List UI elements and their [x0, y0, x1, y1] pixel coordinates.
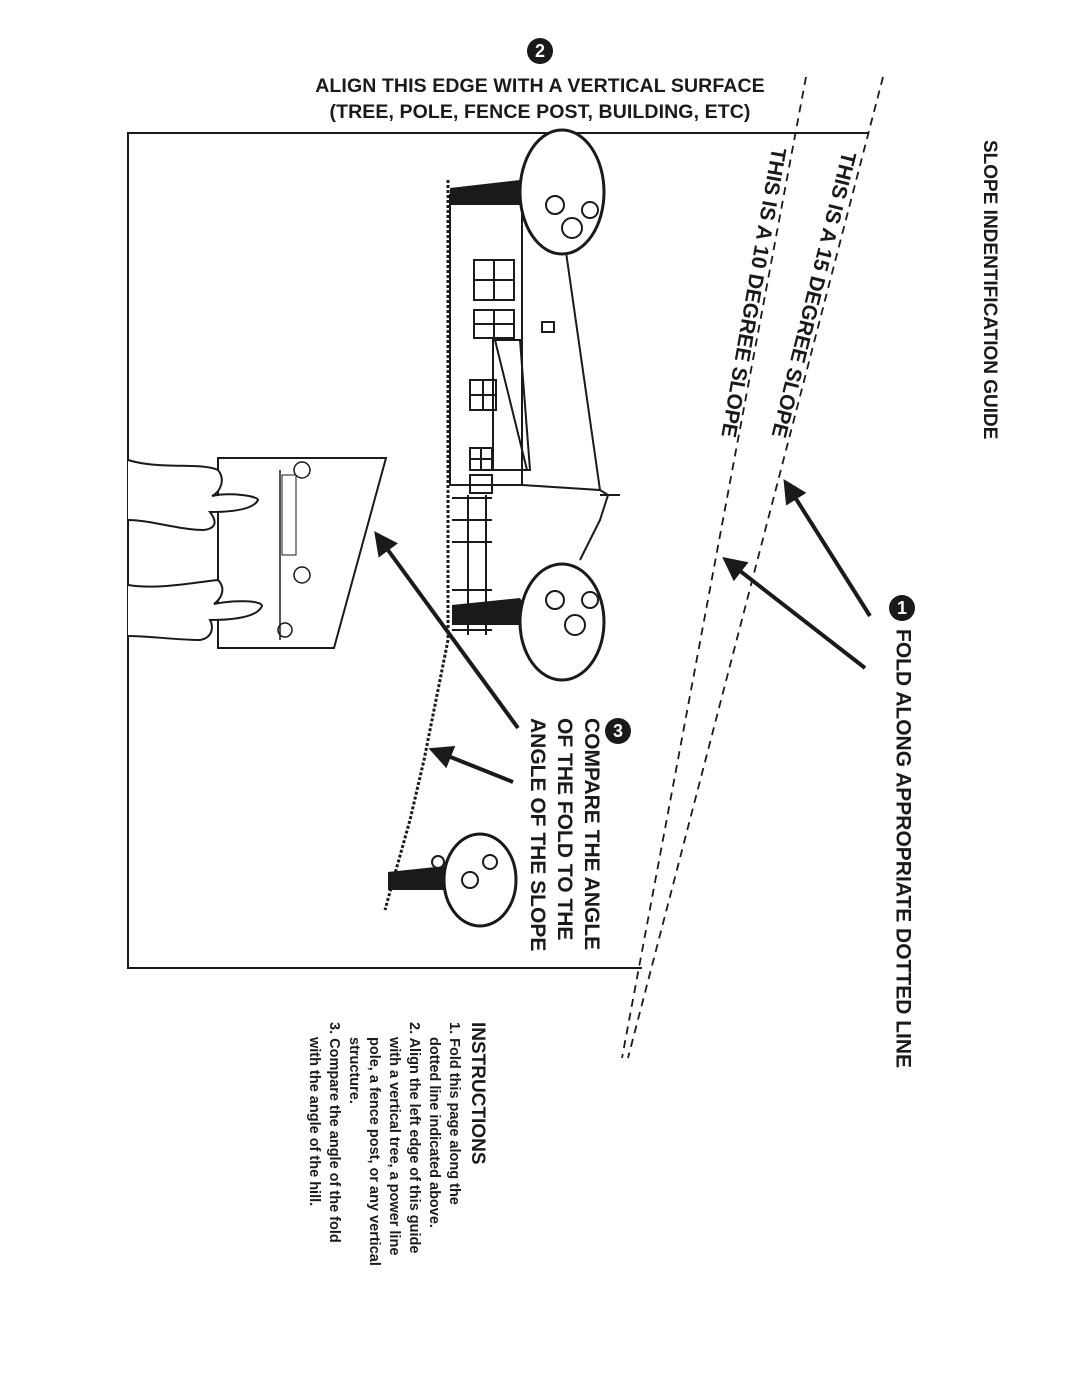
house-icon [449, 194, 620, 561]
hand-icon [127, 459, 260, 532]
step-2-badge: 2 [527, 38, 553, 64]
instruction-line: with a vertical tree, a power line [386, 1037, 402, 1256]
tree-icon [388, 832, 518, 928]
instructions-panel: INSTRUCTIONS 1. Fold this page along the… [304, 1022, 490, 1266]
align-heading-line1: ALIGN THIS EDGE WITH A VERTICAL SURFACE [315, 75, 765, 97]
inset-folded-guide [217, 457, 388, 649]
compare-line3: ANGLE OF THE SLOPE [525, 718, 549, 952]
fold-line-15-degree[interactable] [627, 76, 884, 1059]
tree-icon [452, 562, 606, 682]
step-3-badge: 3 [604, 718, 631, 744]
instructions-heading: INSTRUCTIONS [467, 1022, 488, 1165]
instruction-line: dotted line indicated above. [426, 1037, 442, 1228]
arrow-icon [428, 745, 514, 784]
tree-icon [450, 128, 606, 256]
page-title: SLOPE INDENTIFICATION GUIDE [979, 140, 1000, 440]
step-2-badge-row: 2 [0, 38, 1080, 64]
fold-line-10-degree[interactable] [621, 76, 807, 1059]
instruction-line: with the angle of the hill. [306, 1037, 322, 1207]
compare-block: 3 COMPARE THE ANGLE OF THE FOLD TO THE A… [524, 718, 632, 951]
step-1-badge: 1 [889, 595, 915, 621]
instruction-line: 2. Align the left edge of this guide [406, 1022, 422, 1254]
instruction-line: pole, a fence post, or any vertical [366, 1037, 382, 1266]
compare-line2: OF THE FOLD TO THE [552, 718, 576, 941]
arrow-icon [722, 557, 867, 670]
instruction-line: 1. Fold this page along the [446, 1022, 462, 1205]
fold-label: FOLD ALONG APPROPRIATE DOTTED LINE [891, 629, 915, 1069]
align-heading-line2: (TREE, POLE, FENCE POST, BUILDING, ETC) [329, 101, 751, 123]
instruction-line: 3. Compare the angle of the fold [326, 1022, 342, 1243]
arrow-icon [783, 478, 872, 618]
compare-line1: COMPARE THE ANGLE [579, 718, 603, 951]
fold-instruction: 1FOLD ALONG APPROPRIATE DOTTED LINE [889, 595, 915, 1068]
hand-icon [127, 578, 264, 642]
instruction-line: structure. [346, 1037, 362, 1104]
hill-slope-line [383, 180, 450, 911]
guide-frame [127, 132, 868, 969]
